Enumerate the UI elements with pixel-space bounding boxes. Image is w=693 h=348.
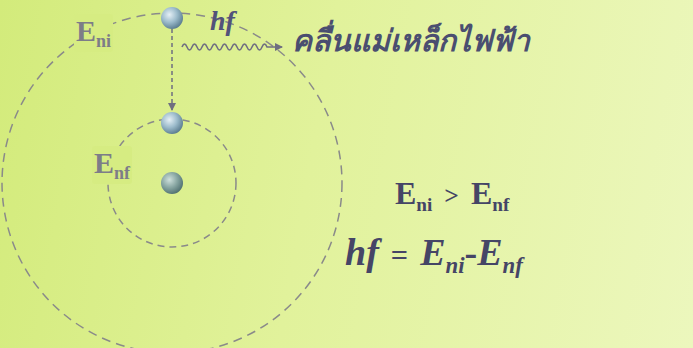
transition-arrow [171, 29, 173, 110]
symbol-text: E [395, 175, 416, 211]
orbit-energy-final: Enf [92, 146, 132, 184]
subscript: ni [96, 31, 111, 51]
wave-caption: คลื่นแม่เหล็กไฟฟ้า [292, 24, 530, 57]
subscript: nf [114, 163, 130, 183]
subscript: nf [503, 253, 523, 278]
operator: = [391, 238, 408, 272]
symbol-text: E [477, 231, 502, 273]
symbol-text: E [94, 146, 114, 179]
orbit-energy-initial: Eni [74, 14, 113, 52]
outer-orbit [2, 13, 342, 348]
nucleus [161, 172, 183, 194]
symbol-text: E [76, 14, 96, 47]
subscript: ni [416, 194, 432, 215]
operator: > [444, 181, 459, 210]
symbol-text: - [465, 231, 478, 273]
photon-wave [182, 44, 282, 50]
electron-initial [161, 7, 183, 29]
electron-final [161, 112, 183, 134]
subscript: nf [492, 194, 509, 215]
photon-energy: hf [210, 6, 235, 37]
photon-equation: hf = Eni-Enf [345, 232, 523, 278]
subscript: ni [445, 253, 464, 278]
symbol-text: E [471, 175, 492, 211]
energy-inequality: Eni > Enf [395, 176, 509, 215]
symbol-text: E [420, 231, 445, 273]
symbol-text: คลื่นแม่เหล็กไฟฟ้า [292, 23, 530, 58]
symbol-text: hf [210, 5, 235, 36]
symbol-text: hf [345, 231, 379, 273]
